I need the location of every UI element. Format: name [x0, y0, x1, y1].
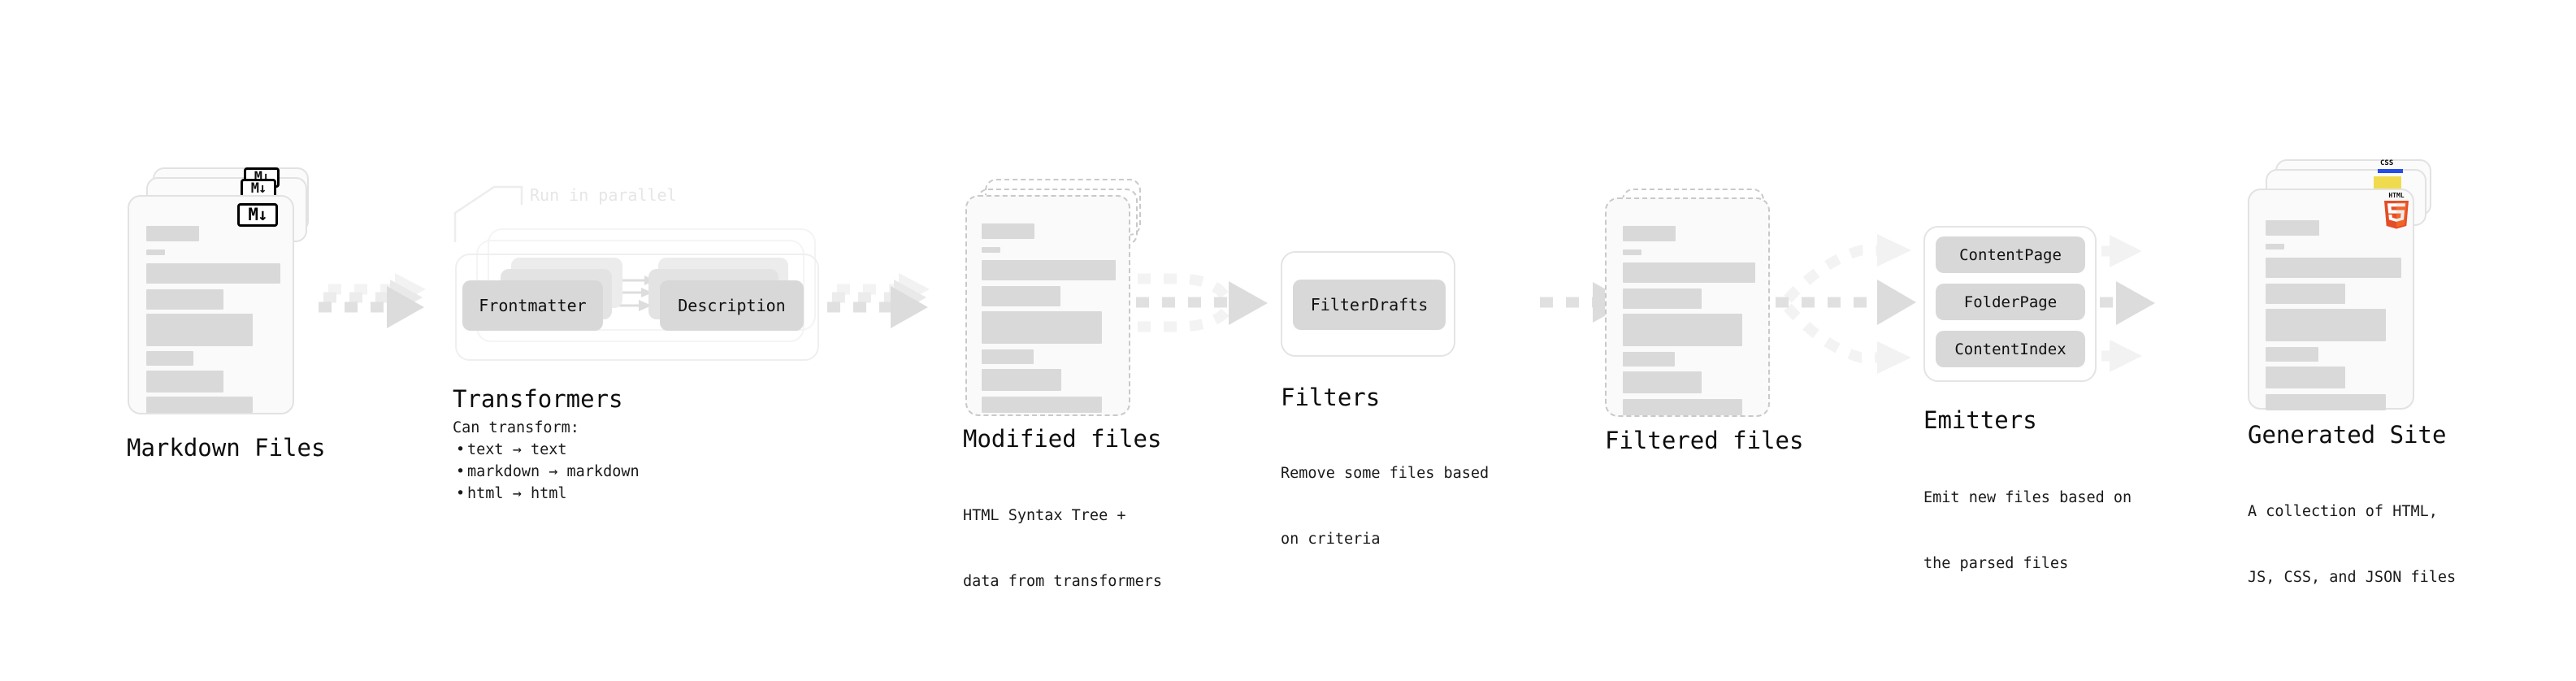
doc-bar: [1623, 249, 1641, 255]
filtered-card-front: [1605, 197, 1770, 417]
doc-bar: [1623, 399, 1742, 415]
modified-card-front: [965, 195, 1130, 416]
stage-subtitle-emitters: Emit new files based on the parsed files: [1923, 443, 2131, 618]
subtitle-line: Emit new files based on: [1923, 489, 2132, 506]
subtitle-line: JS, CSS, and JSON files: [2248, 569, 2457, 586]
subtitle-line: data from transformers: [963, 573, 1163, 590]
chip-contentindex[interactable]: ContentIndex: [1936, 331, 2085, 367]
html5-badge: HTML: [2380, 190, 2413, 229]
chip-label: FilterDrafts: [1310, 295, 1429, 314]
doc-bar: [982, 369, 1061, 391]
markdown-badge-glyph: M↓: [250, 180, 267, 197]
doc-bar: [2266, 284, 2345, 304]
doc-bar: [2266, 394, 2386, 410]
css-badge-label: CSS: [2380, 159, 2394, 167]
chip-label: Description: [678, 296, 786, 315]
doc-bar: [146, 351, 193, 366]
doc-bar: [146, 263, 280, 284]
run-in-parallel-label: Run in parallel: [530, 185, 677, 205]
connector-modified-to-filters: [1136, 273, 1268, 332]
doc-bar: [2266, 367, 2345, 388]
transformers-capability-list: Can transform: text → text markdown → ma…: [453, 417, 640, 505]
connector-md-to-transformers: [319, 273, 426, 328]
doc-bar: [1623, 371, 1702, 393]
chip-folderpage[interactable]: FolderPage: [1936, 284, 2085, 320]
subtitle-line: Remove some files based: [1281, 465, 1490, 482]
chip-label: ContentIndex: [1954, 340, 2066, 358]
chip-frontmatter[interactable]: Frontmatter: [462, 280, 603, 331]
markdown-card-front: [128, 195, 294, 414]
chip-filterdrafts[interactable]: FilterDrafts: [1293, 280, 1446, 330]
doc-bar: [146, 289, 223, 310]
doc-bar: [146, 226, 199, 241]
chip-description[interactable]: Description: [660, 280, 804, 331]
markdown-badge: M↓: [237, 203, 278, 227]
transformers-bullets: text → text markdown → markdown html → h…: [453, 439, 640, 505]
subtitle-line: the parsed files: [1923, 555, 2069, 572]
doc-bar: [982, 247, 1000, 253]
connector-transformers-to-modified: [827, 273, 930, 328]
chip-label: Frontmatter: [479, 296, 587, 315]
transformers-box-back-2: [488, 228, 816, 331]
doc-bar: [146, 249, 165, 255]
doc-bar: [146, 397, 253, 413]
stage-subtitle-modified-files: HTML Syntax Tree + data from transformer…: [963, 461, 1162, 636]
html5-shield-icon: HTML: [2384, 192, 2409, 229]
subtitle-line: on criteria: [1281, 531, 1381, 548]
doc-bar: [2266, 258, 2401, 278]
chip-label: ContentPage: [1959, 245, 2062, 264]
stage-title-modified-files: Modified files: [963, 425, 1162, 453]
doc-bar: [982, 286, 1060, 306]
doc-bar: [146, 314, 253, 346]
stage-title-filters: Filters: [1281, 384, 1381, 411]
stage-title-transformers: Transformers: [453, 385, 623, 413]
transformers-box-front: [455, 254, 819, 361]
css-badge: [2378, 169, 2403, 173]
doc-bar: [2266, 347, 2318, 362]
doc-bar: [1623, 226, 1676, 241]
stage-title-markdown-files: Markdown Files: [127, 434, 326, 462]
doc-bar: [982, 349, 1034, 364]
stage-subtitle-filters: Remove some files based on criteria: [1281, 419, 1489, 594]
doc-bar: [2266, 244, 2284, 249]
stage-title-emitters: Emitters: [1923, 406, 2037, 434]
doc-bar: [1623, 288, 1702, 309]
bullet-item: markdown → markdown: [456, 461, 640, 483]
bullet-item: text → text: [456, 439, 640, 461]
stage-subtitle-generated-site: A collection of HTML, JS, CSS, and JSON …: [2248, 457, 2456, 632]
transformers-capability-lead: Can transform:: [453, 419, 579, 436]
doc-bar: [982, 223, 1034, 239]
markdown-badge-glyph: M↓: [248, 205, 267, 224]
doc-bar: [146, 371, 223, 393]
chip-label: FolderPage: [1963, 293, 2058, 311]
doc-bar: [982, 397, 1102, 413]
stage-title-filtered-files: Filtered files: [1605, 427, 1804, 454]
doc-bar: [2266, 309, 2386, 341]
doc-bar: [982, 311, 1102, 344]
html5-caption: HTML: [2388, 192, 2404, 199]
doc-bar: [1623, 314, 1742, 346]
bullet-item: html → html: [456, 483, 640, 505]
doc-bar: [982, 260, 1116, 280]
subtitle-line: HTML Syntax Tree +: [963, 507, 1126, 524]
doc-bar: [2266, 220, 2319, 236]
subtitle-line: A collection of HTML,: [2248, 503, 2438, 520]
doc-bar: [1623, 262, 1755, 283]
chip-contentpage[interactable]: ContentPage: [1936, 236, 2085, 273]
stage-title-generated-site: Generated Site: [2248, 421, 2447, 449]
doc-bar: [1623, 352, 1675, 367]
connector-filtered-to-emitters: [1776, 234, 1916, 374]
